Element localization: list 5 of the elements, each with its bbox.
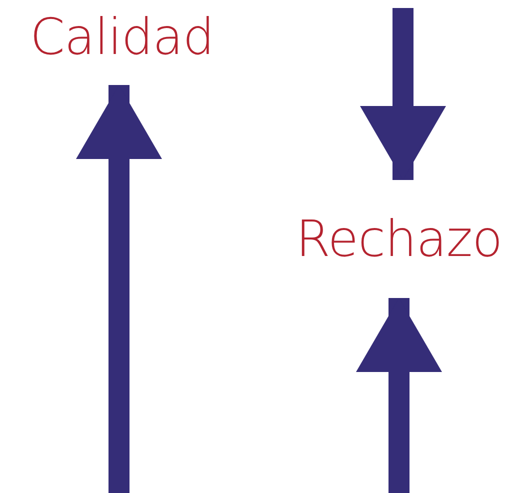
arrow [76, 85, 162, 493]
node-label: Rechazo [296, 214, 502, 264]
node-label: Calidad [30, 12, 214, 62]
arrow [356, 298, 442, 493]
arrow [360, 8, 446, 180]
